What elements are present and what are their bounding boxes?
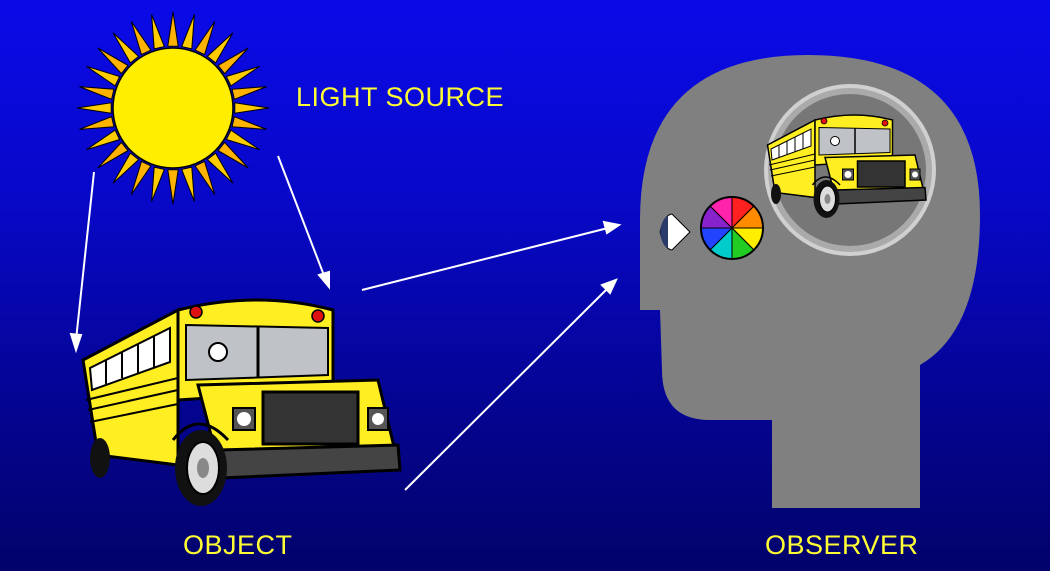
sun-ray: [167, 169, 179, 205]
sun-ray: [234, 102, 270, 114]
color-wheel-icon: [700, 196, 764, 260]
arrowhead-sun-to-left: [69, 332, 83, 354]
sun-icon: [76, 11, 270, 205]
sun-ray: [231, 86, 267, 100]
sun-ray: [194, 21, 216, 56]
sun-ray: [79, 116, 115, 130]
sun-ray: [97, 47, 129, 75]
sun-ray: [97, 141, 129, 169]
sun-ray: [217, 47, 249, 75]
arrow-sun-to-bus: [277, 155, 326, 279]
sun-ray: [86, 129, 121, 151]
sun-ray: [231, 116, 267, 130]
brain-image: [764, 84, 936, 256]
eye-icon: [659, 213, 691, 251]
sun-ray: [79, 86, 115, 100]
sun-core: [112, 47, 234, 169]
arrow-bus-bottom-to-eye: [404, 287, 609, 491]
sun-ray: [112, 152, 140, 184]
sun-ray: [206, 32, 234, 64]
sun-ray: [181, 166, 195, 202]
sun-ray: [112, 32, 140, 64]
arrowhead-bus-to-eye: [602, 220, 622, 235]
sun-ray: [217, 141, 249, 169]
sun-ray: [130, 21, 152, 56]
sun-ray: [225, 129, 260, 151]
color-wheel-outline: [700, 196, 764, 260]
sun-ray: [225, 65, 260, 87]
sun-ray: [206, 152, 234, 184]
arrow-sun-to-left: [75, 171, 95, 341]
school-bus-icon: [81, 298, 402, 508]
arrowhead-sun-to-bus: [317, 270, 330, 290]
light-source-label: LIGHT SOURCE: [296, 82, 505, 112]
sun-ray: [130, 160, 152, 195]
sun-ray: [194, 160, 216, 195]
arrowhead-bus-bottom-to-eye: [600, 278, 618, 295]
observer-label: OBSERVER: [765, 530, 919, 560]
sun-ray: [151, 166, 165, 202]
arrows: [69, 155, 622, 491]
arrow-bus-to-eye: [361, 227, 609, 291]
sun-ray: [151, 14, 165, 50]
sun-ray: [167, 11, 179, 47]
object-label: OBJECT: [183, 530, 293, 560]
sun-ray: [86, 65, 121, 87]
sun-ray: [181, 14, 195, 50]
sun-ray: [76, 102, 112, 114]
